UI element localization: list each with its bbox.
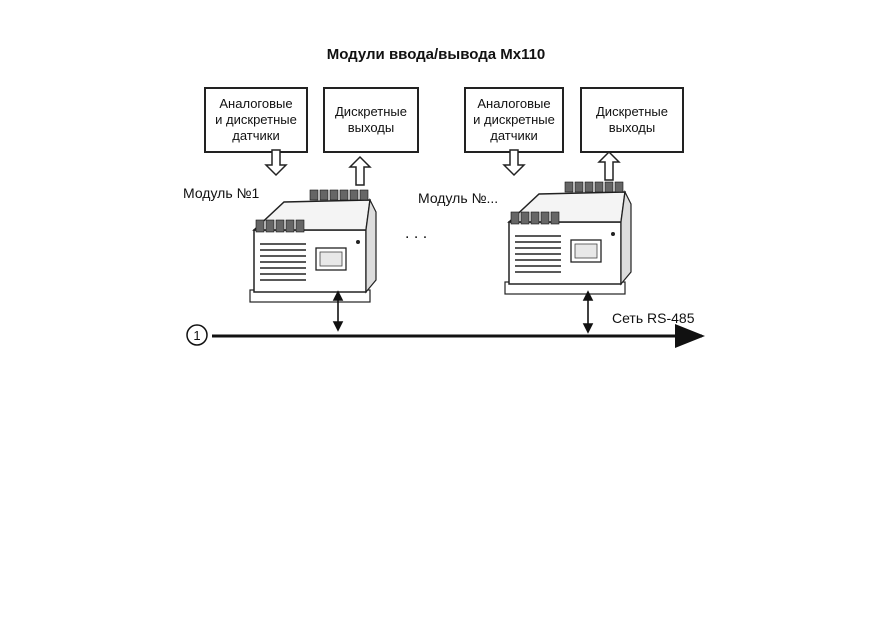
marker-number: 1 [193,328,200,343]
input-arrow-2 [502,149,526,177]
marker-circle [186,324,208,346]
diagram-title: Модули ввода/вывода Mx110 [326,46,546,63]
module-n-label: Модуль №... [418,190,499,206]
output-arrow-1 [348,155,372,186]
input-arrow-1 [264,149,288,177]
outputs-box-2: Дискретные выходы [580,87,684,153]
output-arrow-2 [597,150,621,181]
module-1-device [249,189,377,303]
module-n-device [504,181,632,295]
module-n-bus-link [582,290,594,334]
module-1-bus-link [332,290,344,332]
sensors-box-1: Аналоговые и дискретные датчики [204,87,308,153]
module-1-label: Модуль №1 [183,185,260,201]
network-label: Сеть RS-485 [612,310,695,326]
ellipsis-label: . . . [405,225,428,242]
outputs-box-1: Дискретные выходы [323,87,419,153]
